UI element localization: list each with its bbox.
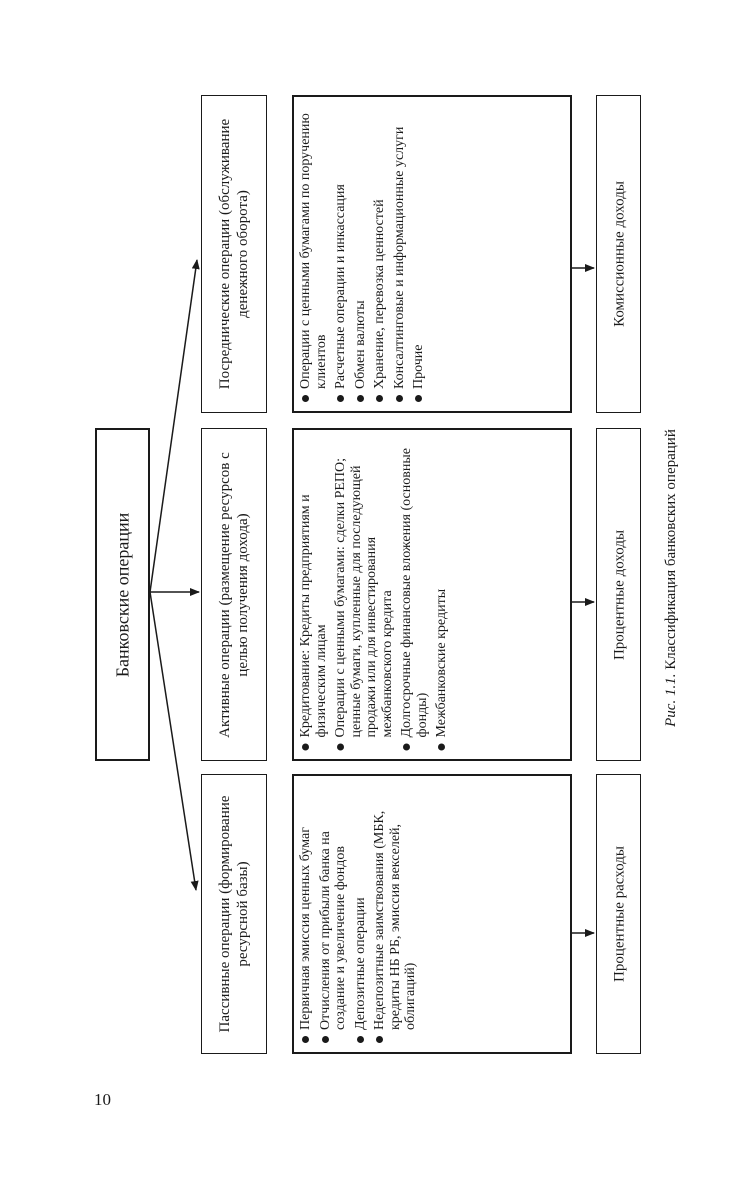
list-item: Долгосрочные финансовые вложения (основн…: [399, 438, 430, 751]
intermediary-header: Посреднические операции (обслуживание де…: [201, 95, 267, 413]
figure-title: Классификация банковских операций: [663, 429, 679, 670]
intermediary-result-label: Комиссионные доходы: [610, 181, 627, 327]
root-title: Банковские операции: [111, 512, 132, 677]
passive-title: Пассивные операции (формирование ресурсн…: [217, 795, 251, 1033]
passive-items-list: Первичная эмиссия ценных бумаг Отчислени…: [298, 784, 423, 1044]
list-item: Хранение, перевозка ценностей: [372, 105, 388, 403]
list-item: Расчетные операции и инкассация: [333, 105, 349, 403]
intermediary-result: Комиссионные доходы: [596, 95, 641, 413]
list-item: Прочие: [411, 105, 427, 403]
list-item: Недепозитные заимствования (МБК, кредиты…: [372, 784, 419, 1044]
passive-result: Процентные расходы: [596, 774, 641, 1054]
page-number: 10: [94, 1090, 111, 1109]
active-items-box: Кредитование: Кредиты предприятиям и физ…: [292, 428, 572, 761]
active-result: Процентные доходы: [596, 428, 641, 761]
list-item: Кредитование: Кредиты предприятиям и физ…: [298, 438, 329, 751]
list-item: Отчисления от прибыли банка на создание …: [318, 784, 349, 1044]
active-title: Активные операции (размещение ресурсов с…: [217, 451, 251, 738]
active-header: Активные операции (размещение ресурсов с…: [201, 428, 267, 761]
list-item: Операции с ценными бумагами: сделки РЕПО…: [333, 438, 395, 751]
list-item: Консалтинговые и информационные услуги: [392, 105, 408, 403]
passive-header: Пассивные операции (формирование ресурсн…: [201, 774, 267, 1054]
passive-result-label: Процентные расходы: [610, 846, 627, 982]
root-node: Банковские операции: [95, 428, 150, 761]
list-item: Операции с ценными бумагами по поручению…: [298, 105, 329, 403]
arrow-to-passive: [149, 591, 199, 891]
intermediary-items-list: Операции с ценными бумагами по поручению…: [298, 105, 431, 403]
list-item: Межбанковские кредиты: [434, 438, 450, 751]
list-item: Депозитные операции: [353, 784, 369, 1044]
active-items-list: Кредитование: Кредиты предприятиям и физ…: [298, 438, 454, 751]
list-item: Обмен валюты: [353, 105, 369, 403]
arrow-to-intermediary: [149, 259, 200, 593]
intermediary-items-box: Операции с ценными бумагами по поручению…: [292, 95, 572, 413]
figure-label: Рис. 1.1.: [663, 673, 679, 727]
passive-items-box: Первичная эмиссия ценных бумаг Отчислени…: [292, 774, 572, 1054]
list-item: Первичная эмиссия ценных бумаг: [298, 784, 314, 1044]
intermediary-title: Посреднические операции (обслуживание де…: [217, 118, 251, 390]
active-result-label: Процентные доходы: [610, 529, 627, 660]
figure-caption: Рис. 1.1. Классификация банковских опера…: [650, 388, 692, 768]
